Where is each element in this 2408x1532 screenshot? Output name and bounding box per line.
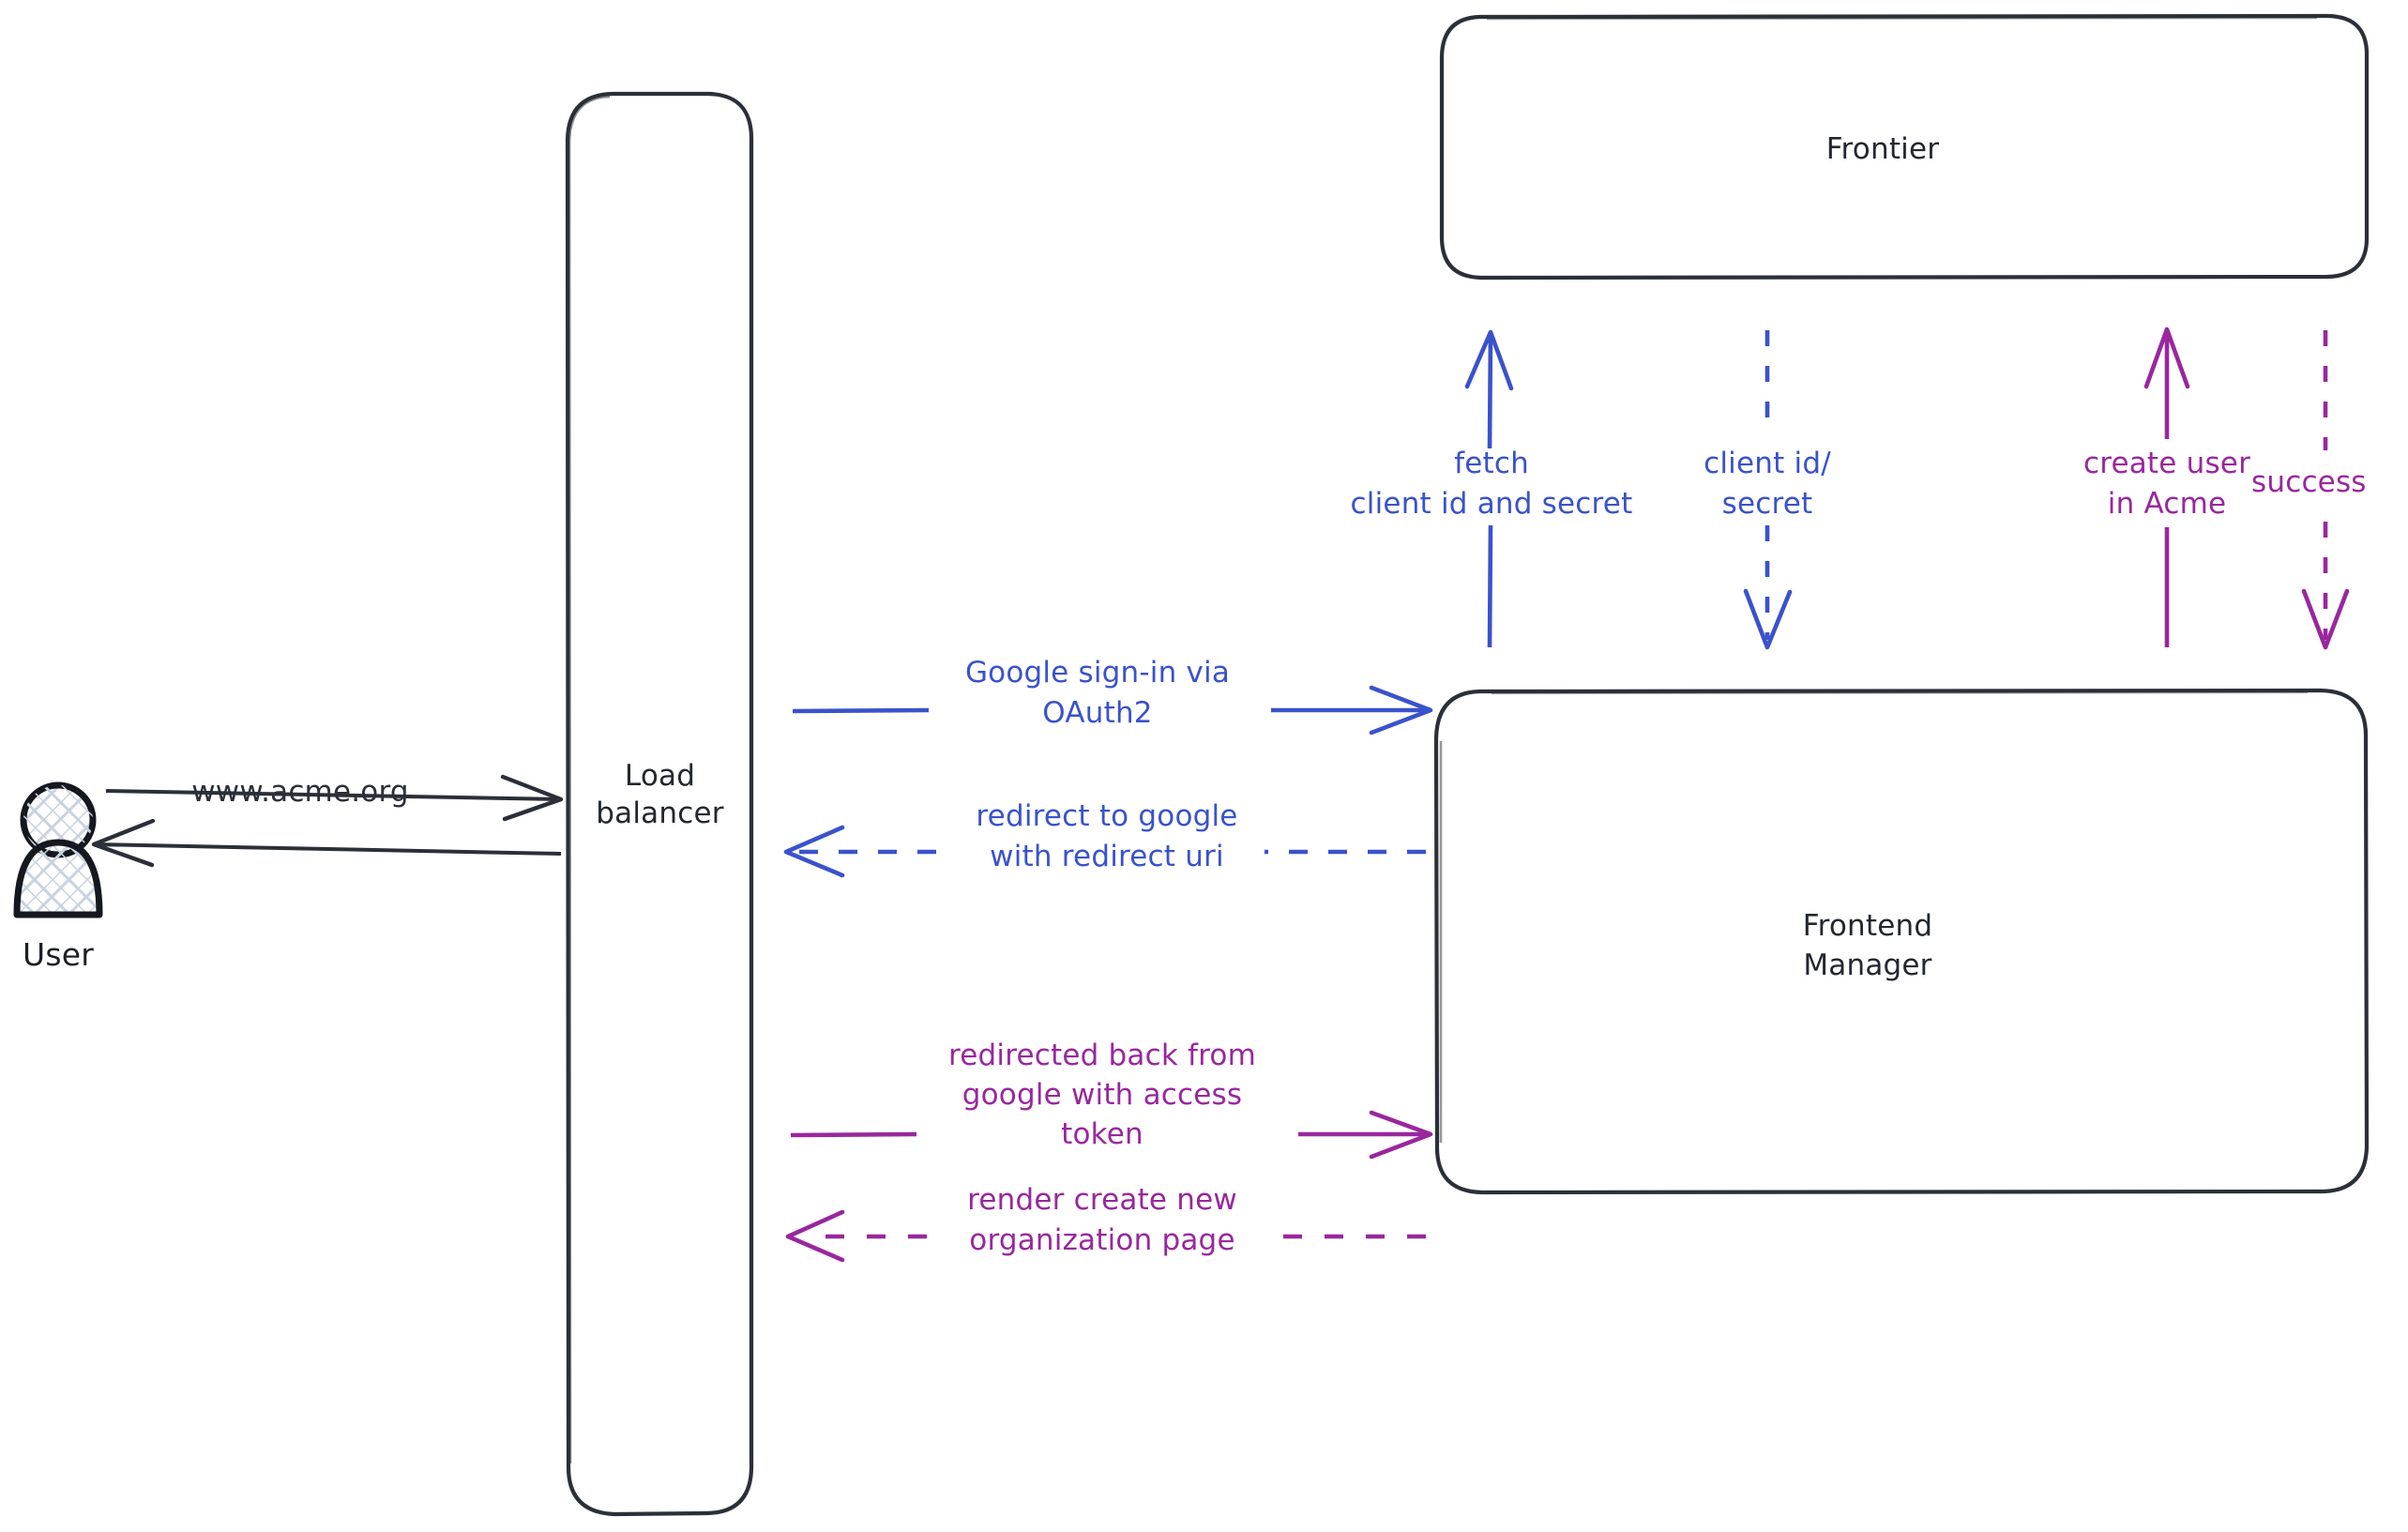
edge-token-label-line1: redirected back from [947, 1039, 1257, 1072]
edge-fetch-label-line2: client id and secret [1350, 487, 1633, 521]
node-load-balancer-label-line1: Load [624, 759, 696, 793]
edge-render-label-line1: render create new [967, 1183, 1237, 1217]
node-frontier-label: Frontier [1825, 132, 1940, 166]
edge-redirect-label-line1: redirect to google [976, 799, 1238, 833]
edge-fm-to-frontier-create-user [2143, 326, 2190, 647]
user-actor-icon [13, 781, 103, 918]
edge-signin-label-line1: Google sign-in via [964, 656, 1231, 690]
edge-frontier-to-fm-credentials [1743, 330, 1793, 650]
edge-user-to-lb-label: www.acme.org [191, 775, 409, 809]
edge-render-label-line2: organization page [969, 1223, 1235, 1257]
edge-credentials-label-line2: secret [1721, 487, 1813, 521]
edge-credentials-label-line1: client id/ [1704, 447, 1831, 480]
node-load-balancer-label-line2: balancer [596, 796, 724, 830]
edge-success-label: success [2251, 465, 2367, 499]
node-frontier[interactable] [1439, 13, 2370, 281]
edge-lb-to-fm-token [790, 1110, 1433, 1160]
edge-user-to-lb [105, 774, 564, 822]
edge-token-label-line3: token [1061, 1117, 1143, 1151]
edge-fm-to-lb-redirect [783, 825, 1426, 878]
node-frontend-manager[interactable] [1433, 688, 2370, 1195]
edge-fm-to-lb-render [785, 1209, 1426, 1263]
edge-create-user-label-line1: create user [2082, 447, 2251, 480]
node-frontend-manager-label-line1: Frontend [1802, 909, 1933, 943]
node-frontend-manager-label-line2: Manager [1803, 948, 1932, 982]
edge-token-label-line2: google with access [962, 1078, 1243, 1112]
edge-lb-to-fm-signin [792, 685, 1433, 736]
edge-redirect-label-line2: with redirect uri [990, 840, 1224, 873]
edge-fm-to-frontier-fetch [1464, 329, 1514, 648]
edge-create-user-label-line2: in Acme [2107, 487, 2227, 521]
node-load-balancer[interactable] [565, 91, 754, 1517]
edge-signin-label-line2: OAuth2 [1042, 696, 1153, 730]
user-actor-label: User [22, 936, 95, 973]
edge-frontier-to-fm-success [2301, 330, 2350, 650]
edge-lb-to-user [91, 818, 562, 868]
edge-fetch-label-line1: fetch [1454, 447, 1529, 480]
